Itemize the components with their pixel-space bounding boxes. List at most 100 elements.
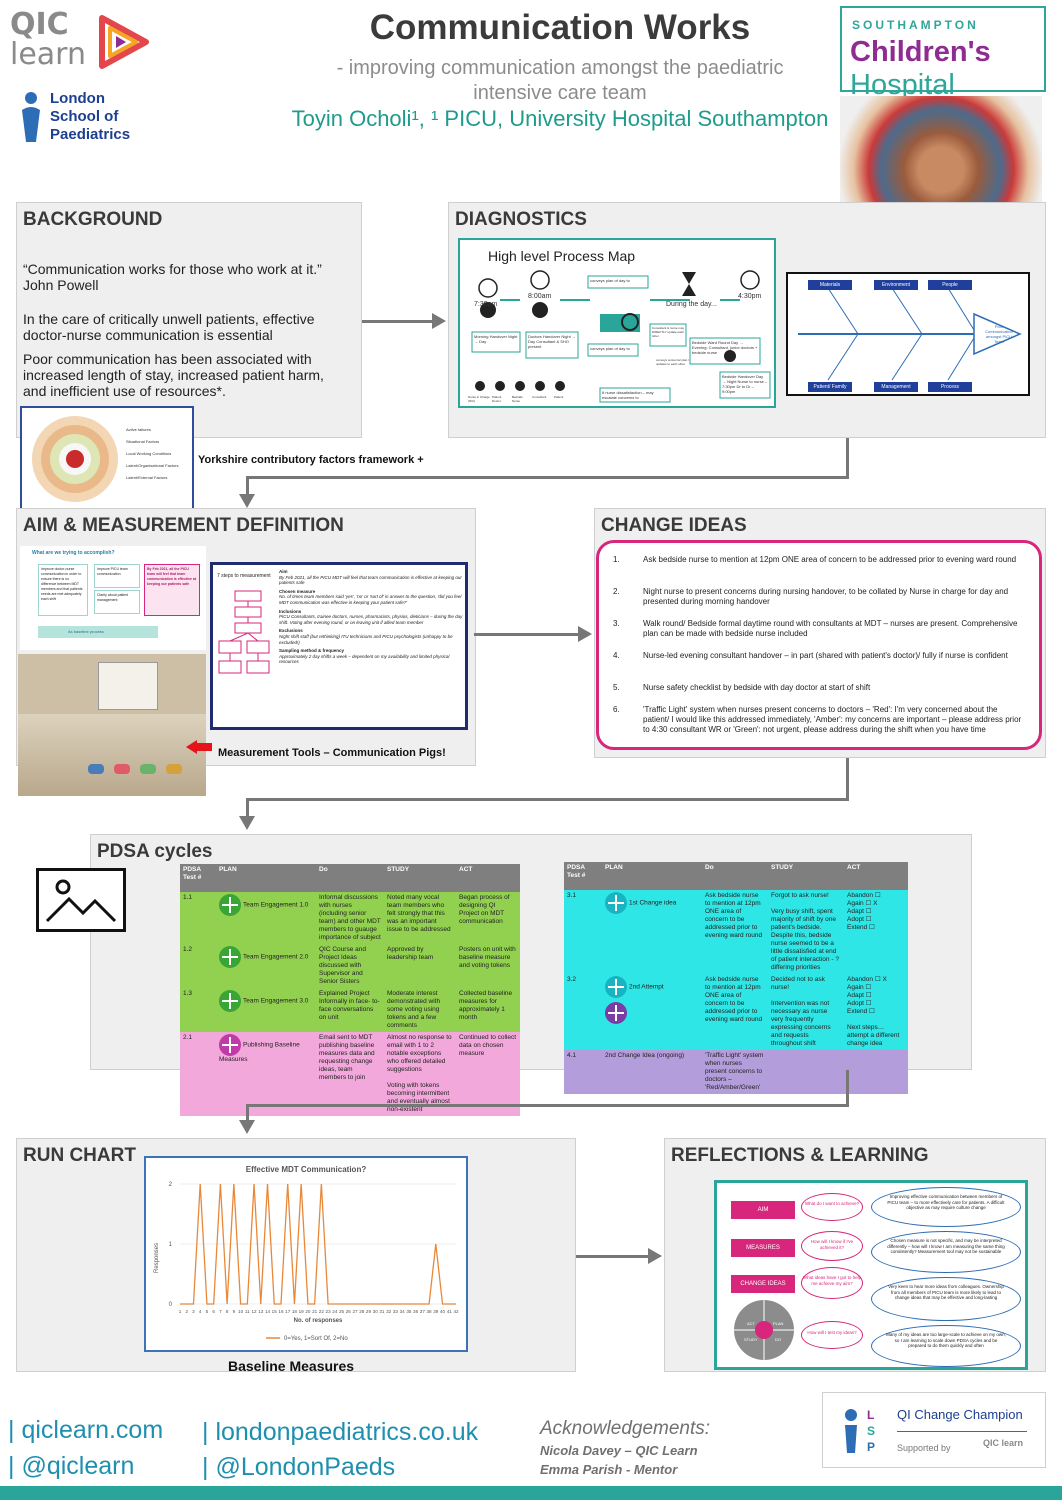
cycle-plan: PLAN (773, 1321, 784, 1326)
seven-steps-text: Aim By Feb 2021, all the PICU MDT will f… (279, 569, 465, 665)
reflection-aim-button: AIM (731, 1201, 795, 1219)
acknowledgements-title: Acknowledgements: (540, 1418, 711, 1439)
pig-jar (140, 764, 156, 774)
fishbone-diagram: Materials Environment People Patient/ Fa… (786, 272, 1030, 396)
x-tick-label: 1 (179, 1309, 182, 1314)
reflection-question-2: How will I know if I've achieved it? (801, 1231, 863, 1261)
x-tick-label: 18 (292, 1309, 298, 1314)
pdsa-cycle-icon (219, 894, 241, 916)
y-tick-label: 0 (169, 1302, 173, 1308)
pm-box-2: Doctors Handover Night → Day Consultant … (528, 334, 576, 349)
background-paragraph-2: Poor communication has been associated w… (23, 351, 324, 399)
x-tick-label: 26 (346, 1309, 352, 1314)
pm-note-4: conveys concerns/ plan / updates to each… (656, 358, 690, 366)
background-title: BACKGROUND (23, 209, 163, 230)
framework-legend-2: Situational Factors (126, 439, 160, 444)
pdsa-header: PLAN (216, 864, 316, 892)
background-panel: BACKGROUND “Communication works for thos… (16, 202, 362, 438)
pdsa-cycle-icon (219, 1034, 241, 1056)
x-tick-label: 6 (212, 1309, 215, 1314)
arrow-line (474, 633, 580, 636)
footer-link-londonpaeds-twitter[interactable]: | @LondonPaeds (202, 1453, 396, 1481)
x-tick-label: 25 (339, 1309, 345, 1314)
pm-legend-4: Consultant (532, 395, 547, 399)
pdsa-cycle-icon (605, 892, 627, 914)
pm-box-4: Bedside Handover Day → Night Nurse to nu… (722, 374, 768, 394)
process-map: High level Process Map 7:30am 8:00am Dur… (458, 238, 776, 408)
pig-jar (114, 764, 130, 774)
pm-box-1: Morning Handover Night → Day (474, 334, 518, 344)
pm-box-3: Bedside Ward Round Day → Evening: Consul… (692, 340, 758, 355)
footer-link-qiclearn[interactable]: | qiclearn.com (8, 1416, 164, 1444)
fishbone-head-5: Management (874, 382, 918, 392)
driver-item-2: Improve PICU team communication (94, 564, 140, 588)
sampling-text: Approximately 2 day shifts a week – depe… (279, 653, 450, 665)
x-tick-label: 24 (332, 1309, 338, 1314)
svg-text:P: P (867, 1440, 875, 1454)
qic-logo-word-1: QIC (10, 7, 69, 42)
sch-top-text: SOUTHAMPTON (852, 18, 979, 32)
cycle-do: DO (775, 1337, 781, 1342)
reflections-title: REFLECTIONS & LEARNING (671, 1145, 929, 1166)
connector-line (846, 1070, 849, 1106)
connector-line (246, 798, 849, 801)
chart-y-label: Responses (154, 1243, 160, 1273)
pdsa-header: Do (702, 862, 768, 890)
qic-small-logo: QIC learn (983, 1438, 1024, 1448)
reflection-question-4: How will I test my ideas? (801, 1321, 863, 1349)
connector-line (246, 1104, 249, 1122)
reflection-answer-3: Very keen to hear more ideas from collea… (871, 1277, 1021, 1321)
process-map-diagram (471, 270, 771, 403)
change-ideas-list: 1.Ask bedside nurse to mention at 12pm O… (596, 540, 1042, 750)
arrow-right-icon (578, 626, 592, 642)
qi-change-champion-badge: L S P QI Change Champion Supported by QI… (822, 1392, 1046, 1468)
x-tick-label: 34 (400, 1309, 406, 1314)
pig-jar (88, 764, 104, 774)
pm-legend-2: Patient Doctor (492, 395, 502, 403)
x-tick-label: 4 (199, 1309, 202, 1314)
x-tick-label: 2 (185, 1309, 188, 1314)
x-tick-label: 9 (233, 1309, 236, 1314)
sampling-heading: Sampling method & frequency (279, 648, 345, 654)
svg-text:L: L (867, 1408, 874, 1422)
x-tick-label: 10 (238, 1309, 244, 1314)
communication-pigs-photo (18, 654, 206, 796)
chart-x-label: No. of responses (294, 1318, 343, 1324)
pig-jar (166, 764, 182, 774)
process-map-title: High level Process Map (488, 248, 636, 264)
play-icon (99, 15, 149, 69)
image-placeholder-icon (36, 868, 126, 932)
run-chart: Effective MDT Communication? Responses N… (144, 1156, 468, 1352)
x-tick-label: 36 (413, 1309, 419, 1314)
change-ideas-title: CHANGE IDEAS (601, 515, 747, 536)
pdsa-header: PDSA Test # (180, 864, 216, 892)
arrow-line (362, 320, 434, 323)
fishbone-head-1: Materials (808, 280, 852, 290)
run-chart-title: RUN CHART (23, 1145, 136, 1166)
pm-legend-1: Nurse in Charge (NIC) (468, 395, 490, 403)
x-tick-label: 15 (272, 1309, 278, 1314)
footer-link-qiclearn-twitter[interactable]: | @qiclearn (8, 1452, 135, 1480)
connector-line (846, 438, 849, 478)
lsp-badge-icon: L S P (845, 1408, 875, 1454)
x-tick-label: 11 (245, 1309, 250, 1314)
pdsa-row: 3.1 1st Change idea Ask bedside nurse to… (564, 890, 908, 974)
london-school-of-paediatrics-logo: London School of Paediatrics (16, 88, 156, 148)
background-paragraph-1: In the care of critically unwell patient… (23, 311, 315, 343)
lsp-line-2: School of (50, 108, 119, 125)
x-tick-label: 37 (420, 1309, 426, 1314)
seven-steps-flow (218, 590, 270, 674)
shelf (18, 714, 206, 796)
reflection-measures-button: MEASURES (731, 1239, 795, 1257)
footer-link-londonpaediatrics[interactable]: | londonpaediatrics.co.uk (202, 1418, 479, 1446)
x-tick-label: 13 (258, 1309, 264, 1314)
arrow-down-icon (239, 1120, 255, 1134)
pm-time-2: 8:00am (528, 293, 552, 300)
x-tick-label: 8 (226, 1309, 229, 1314)
x-tick-label: 27 (352, 1309, 358, 1314)
fishbone-head-3: People (928, 280, 972, 290)
background-quote: “Communication works for those who work … (23, 261, 322, 293)
x-tick-label: 28 (359, 1309, 365, 1314)
run-chart-svg: Effective MDT Communication? Responses N… (154, 1165, 459, 1342)
pdsa-header: ACT (844, 862, 908, 890)
